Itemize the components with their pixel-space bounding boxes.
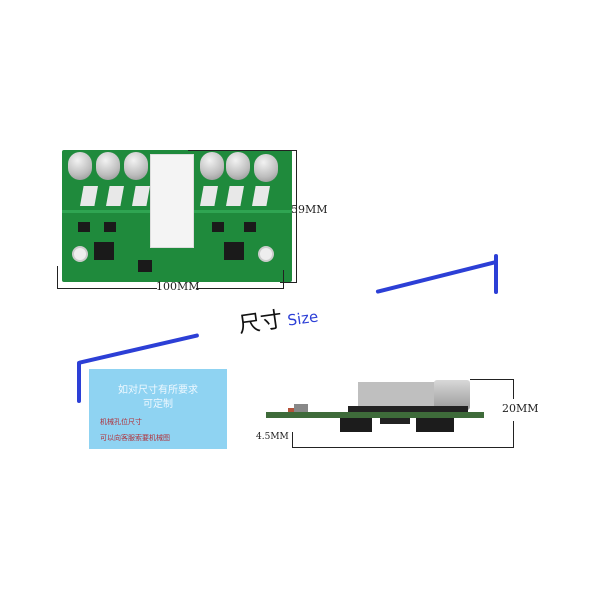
dimension-line: [57, 266, 58, 288]
ic-chip: [244, 222, 256, 232]
capacitor: [68, 152, 92, 180]
height-dimension-label: 59MM: [291, 203, 328, 216]
mosfet: [106, 186, 124, 206]
decorative-line: [375, 260, 497, 294]
ic-chip: [94, 242, 114, 260]
dimension-line: [283, 270, 284, 289]
component: [288, 408, 294, 412]
customization-info-box: 如对尺寸有所要求 可定制 机械孔位尺寸 可以向客服索要机械图: [89, 369, 227, 449]
info-heading-line1: 如对尺寸有所要求: [118, 385, 198, 396]
dimension-line: [470, 379, 514, 380]
capacitor: [200, 152, 224, 180]
info-note-1: 机械孔位尺寸: [100, 418, 142, 426]
pcb-board-edge: [266, 412, 484, 418]
capacitor: [226, 152, 250, 180]
size-title: 尺寸 Size: [236, 297, 320, 340]
mounting-hole: [72, 246, 88, 262]
ic-chip: [104, 222, 116, 232]
capacitor: [254, 154, 278, 182]
info-heading-line2: 可定制: [143, 399, 173, 410]
decorative-line: [77, 361, 81, 403]
dimension-line: [513, 379, 514, 399]
dimension-line: [196, 288, 283, 289]
mosfet: [80, 186, 98, 206]
pcb-side-view-photo: [266, 370, 484, 438]
capacitor: [434, 380, 470, 410]
decorative-line: [77, 333, 200, 365]
capacitor: [124, 152, 148, 180]
dimension-line: [57, 288, 157, 289]
dimension-line: [296, 150, 297, 282]
component: [294, 404, 308, 412]
dimension-line: [513, 421, 514, 447]
size-title-cn: 尺寸: [236, 307, 285, 339]
width-dimension-label: 100MM: [156, 280, 200, 293]
component-strip: [348, 406, 468, 412]
mosfet: [226, 186, 244, 206]
ic-chip: [78, 222, 90, 232]
size-title-en: Size: [286, 307, 320, 330]
dimension-line: [280, 282, 297, 283]
dimension-line: [188, 150, 296, 151]
mosfet: [252, 186, 270, 206]
mosfet: [132, 186, 150, 206]
ic-chip: [224, 242, 244, 260]
dimension-line: [292, 432, 293, 447]
bottom-component: [380, 418, 410, 424]
capacitor: [96, 152, 120, 180]
mosfet: [200, 186, 218, 206]
dimension-line: [292, 447, 514, 448]
bottom-component: [416, 418, 454, 432]
bottom-component: [340, 418, 372, 432]
side-height-label: 20MM: [502, 402, 539, 415]
decorative-line: [494, 254, 498, 294]
heatsink: [358, 382, 442, 410]
bottom-clearance-label: 4.5MM: [256, 432, 289, 442]
heatsink: [150, 154, 194, 248]
ic-chip: [212, 222, 224, 232]
info-note-2: 可以向客服索要机械图: [100, 434, 170, 442]
ic-chip: [138, 260, 152, 272]
pcb-top-view-photo: [62, 150, 292, 282]
mounting-hole: [258, 246, 274, 262]
